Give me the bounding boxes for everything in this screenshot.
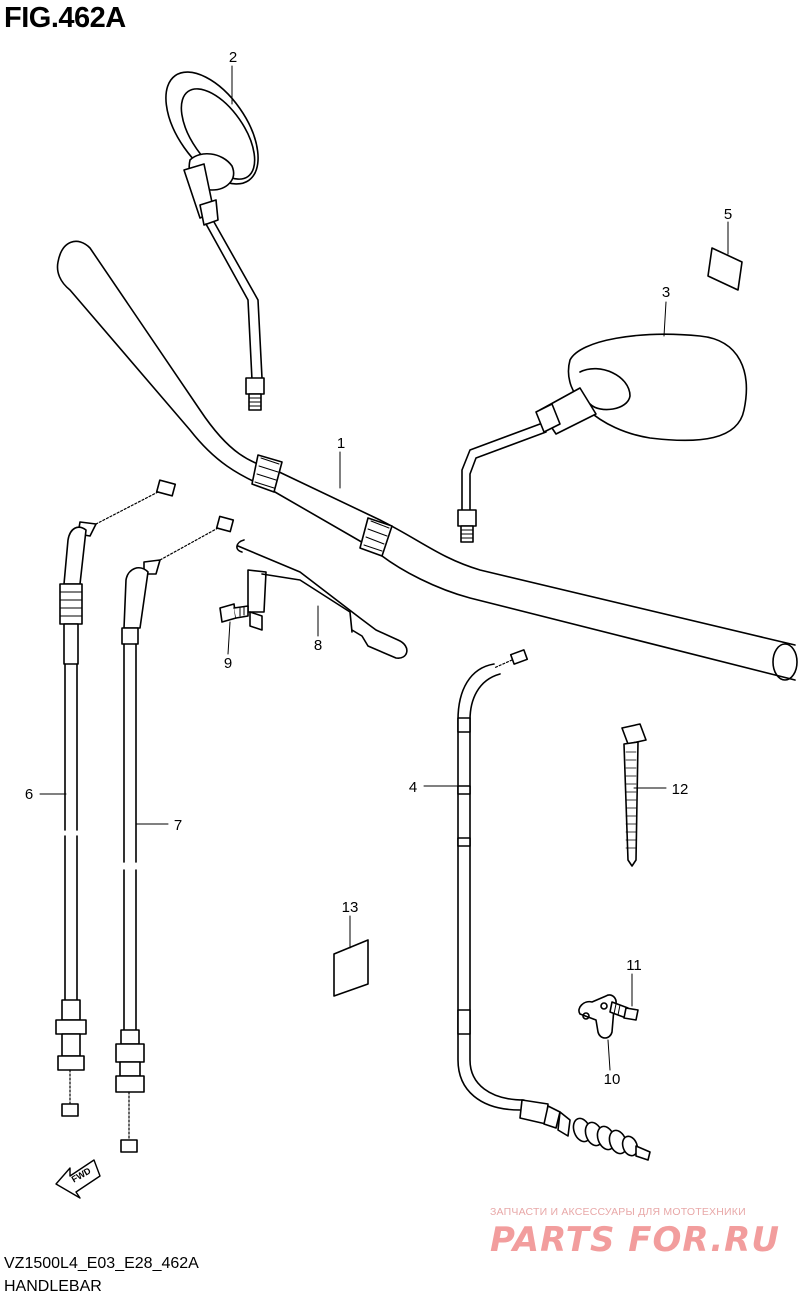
clamp <box>578 994 617 1039</box>
diagram-code: VZ1500L4_E03_E28_462A <box>4 1255 199 1272</box>
callout-13: 13 <box>342 899 359 916</box>
fwd-arrow-icon <box>55 1159 101 1199</box>
label-small <box>707 247 743 291</box>
bolt <box>219 603 249 623</box>
throttle-cable-2 <box>115 515 235 1153</box>
diagram-name: HANDLEBAR <box>4 1278 102 1295</box>
callout-4: 4 <box>409 779 417 796</box>
callout-3: 3 <box>662 284 670 301</box>
callout-2: 2 <box>229 49 237 66</box>
callout-6: 6 <box>25 786 33 803</box>
callout-7: 7 <box>174 817 182 834</box>
throttle-cable-1 <box>55 479 177 1117</box>
clutch-cable <box>457 649 651 1161</box>
callout-5: 5 <box>724 206 732 223</box>
label-large <box>333 939 369 997</box>
callout-8: 8 <box>314 637 322 654</box>
callout-11: 11 <box>626 957 642 974</box>
callout-9: 9 <box>224 655 232 672</box>
handlebar <box>56 240 798 681</box>
right-mirror <box>457 333 748 543</box>
clamp-bolt <box>609 1001 639 1021</box>
callout-10: 10 <box>604 1071 621 1088</box>
watermark-logo: PARTS FOR.RU <box>490 1220 780 1260</box>
left-mirror <box>165 71 265 411</box>
cable-guide <box>236 539 408 659</box>
leader-lines <box>39 65 729 1071</box>
cable-tie <box>621 723 647 867</box>
callout-1: 1 <box>337 435 345 452</box>
watermark-tagline: ЗАПЧАСТИ И АКСЕССУАРЫ ДЛЯ МОТОТЕХНИКИ <box>490 1206 746 1218</box>
callout-12: 12 <box>672 781 689 798</box>
figure-title: FIG.462A <box>4 2 126 34</box>
